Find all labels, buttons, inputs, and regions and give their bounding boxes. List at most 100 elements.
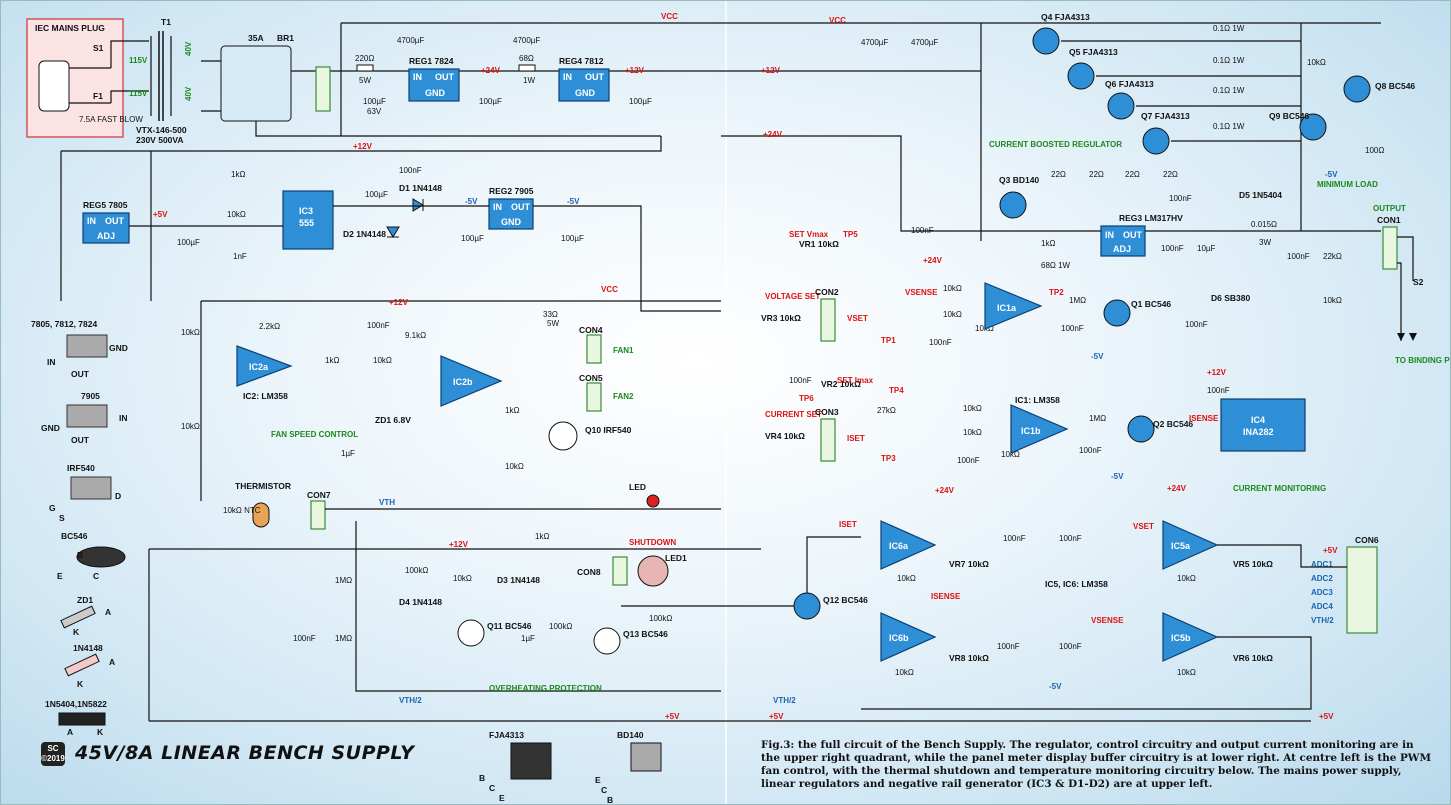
c1u-oh-label: 1µF	[521, 634, 535, 643]
c100n-ic6b-1: 100nF	[997, 642, 1020, 651]
rail-p12-f: +12V	[1207, 368, 1227, 377]
primary-tap-1: 115V	[129, 56, 148, 65]
thermistor-label: THERMISTOR	[235, 481, 291, 491]
voltage-set-label: VOLTAGE SET	[765, 292, 820, 301]
q5-label: Q5 FJA4313	[1069, 47, 1118, 57]
isense-label-b: ISENSE	[931, 592, 961, 601]
pin-out-1: OUT	[71, 369, 90, 379]
r22-4: 22Ω	[1163, 170, 1178, 179]
r220-label: 220Ω	[355, 54, 374, 63]
secondary-1: 40V	[184, 41, 193, 56]
c100u-3-label: 100µF	[629, 97, 652, 106]
reg1-out: OUT	[435, 72, 455, 82]
led1-icon	[637, 555, 669, 587]
transformer-core-icon	[158, 31, 164, 121]
pin-b: B	[77, 550, 83, 560]
thermistor-icon	[252, 502, 270, 528]
vset-label-b: VSET	[1133, 522, 1154, 531]
output-wiring	[1397, 236, 1414, 341]
led-pinout-icon	[646, 494, 660, 508]
pin-gnd-2: GND	[41, 423, 60, 433]
d1-diode-icon	[412, 198, 424, 212]
ic2a-label: IC2a	[249, 362, 269, 372]
vr7-label: VR7 10kΩ	[949, 559, 989, 569]
r9k1-label: 9.1kΩ	[405, 331, 426, 340]
rail-m5-e: -5V	[1111, 472, 1124, 481]
q4-transistor-icon	[1032, 27, 1060, 55]
555-wiring	[129, 205, 721, 312]
f1-label: F1	[93, 91, 103, 101]
pin-c: C	[93, 571, 99, 581]
r33-label: 33Ω	[543, 310, 558, 319]
br-amps: 35A	[248, 33, 264, 43]
rail-m5-b: -5V	[567, 197, 580, 206]
ic6a-opamp-icon	[880, 520, 937, 570]
pinout-1n5404-label: 1N5404,1N5822	[45, 699, 107, 709]
current-set-label: CURRENT SET	[765, 410, 822, 419]
rail-p24-c: +24V	[923, 256, 943, 265]
ic3-label: IC3	[299, 206, 313, 216]
r1k-gate: 1kΩ	[505, 406, 519, 415]
rail-p5-d: +5V	[769, 712, 784, 721]
zd1-package-icon	[60, 605, 96, 629]
pinout-irf-label: IRF540	[67, 463, 95, 473]
q8-transistor-icon	[1343, 75, 1371, 103]
q12-wiring	[621, 536, 861, 607]
r015-watt: 3W	[1259, 238, 1271, 247]
r1k-555-label: 1kΩ	[231, 170, 245, 179]
r22-2: 22Ω	[1089, 170, 1104, 179]
rail-p5-b: +5V	[665, 712, 680, 721]
q7-label: Q7 FJA4313	[1141, 111, 1190, 121]
reg5-box	[82, 212, 130, 244]
br1-label: BR1	[277, 33, 294, 43]
d1-label: D1 1N4148	[399, 183, 442, 193]
secondary-2: 40V	[184, 86, 193, 101]
r1m-oh-2: 1MΩ	[335, 634, 352, 643]
current-mon-label-1: CURRENT MONITORING	[1233, 484, 1326, 493]
rail-p12-c: +12V	[389, 298, 409, 307]
rail-p12-a: +12V	[625, 66, 645, 75]
con6-label: CON6	[1355, 535, 1379, 545]
vth2-con6-label: VTH/2	[1311, 616, 1334, 625]
r1k-q3: 1kΩ	[1041, 239, 1055, 248]
ic5a-label: IC5a	[1171, 541, 1191, 551]
c100n-ic4: 100nF	[1207, 386, 1230, 395]
pinout-bd-label: BD140	[617, 730, 644, 740]
r10k-ic5a: 10kΩ	[1177, 574, 1196, 583]
reg1-label: REG1 7824	[409, 56, 454, 66]
reg-neg-package-icon	[66, 404, 108, 428]
c100u-2-label: 100µF	[479, 97, 502, 106]
r1m-oh-1: 1MΩ	[335, 576, 352, 585]
r10k-fan-2: 10kΩ	[373, 356, 392, 365]
q1-label: Q1 BC546	[1131, 299, 1171, 309]
vr2-label: VR2 10kΩ	[821, 379, 861, 389]
vsense-label-a: VSENSE	[905, 288, 938, 297]
con8-label: CON8	[577, 567, 601, 577]
ic1b-opamp-icon	[1010, 404, 1069, 454]
rail-vcc-right: VCC	[829, 16, 846, 25]
primary-tap-2: 115V	[129, 89, 148, 98]
q13-icon	[593, 627, 621, 655]
reg4-box	[558, 68, 610, 102]
pin-in-1: IN	[47, 357, 56, 367]
set-vmax-label: SET Vmax	[789, 230, 829, 239]
ic5b-opamp-icon	[1162, 612, 1219, 662]
r220-resistor	[356, 64, 374, 72]
q8-label: Q8 BC546	[1375, 81, 1415, 91]
r68-watt: 1W	[523, 76, 535, 85]
q3-label: Q3 BD140	[999, 175, 1039, 185]
r68-resistor	[518, 64, 536, 72]
reg2-label: REG2 7905	[489, 186, 534, 196]
r68-label: 68Ω	[519, 54, 534, 63]
r27k-label: 27kΩ	[877, 406, 896, 415]
q10-label: Q10 IRF540	[585, 425, 632, 435]
pin-gnd-1: GND	[109, 343, 128, 353]
ic4-box	[1220, 398, 1306, 452]
rail-p12-fan	[200, 300, 721, 501]
right-rail-wiring	[721, 22, 1381, 241]
1n5404-package-icon	[58, 712, 106, 726]
ic6a-label: IC6a	[889, 541, 909, 551]
pin-k-zd: K	[73, 627, 80, 637]
reg4-label: REG4 7812	[559, 56, 604, 66]
d4-label: D4 1N4148	[399, 597, 442, 607]
